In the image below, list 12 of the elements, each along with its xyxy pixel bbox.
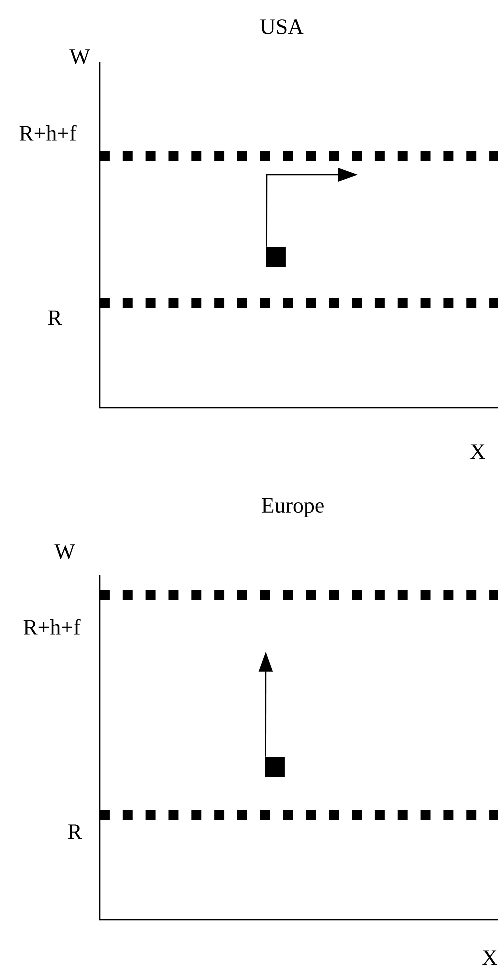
axis-label: W — [70, 50, 90, 64]
marker-square — [265, 757, 285, 777]
marker-square — [266, 247, 286, 267]
axis-label: R — [68, 824, 82, 840]
axis-label: R — [48, 310, 62, 326]
axis-label: X — [470, 444, 486, 460]
axis-label: R+h+f — [24, 619, 81, 635]
axis-label: X — [482, 950, 498, 966]
axis-label: R+h+f — [20, 125, 77, 141]
axis-label: W — [54, 544, 76, 560]
panel-title: Europe — [262, 498, 324, 518]
panel-title: USA — [260, 20, 304, 34]
